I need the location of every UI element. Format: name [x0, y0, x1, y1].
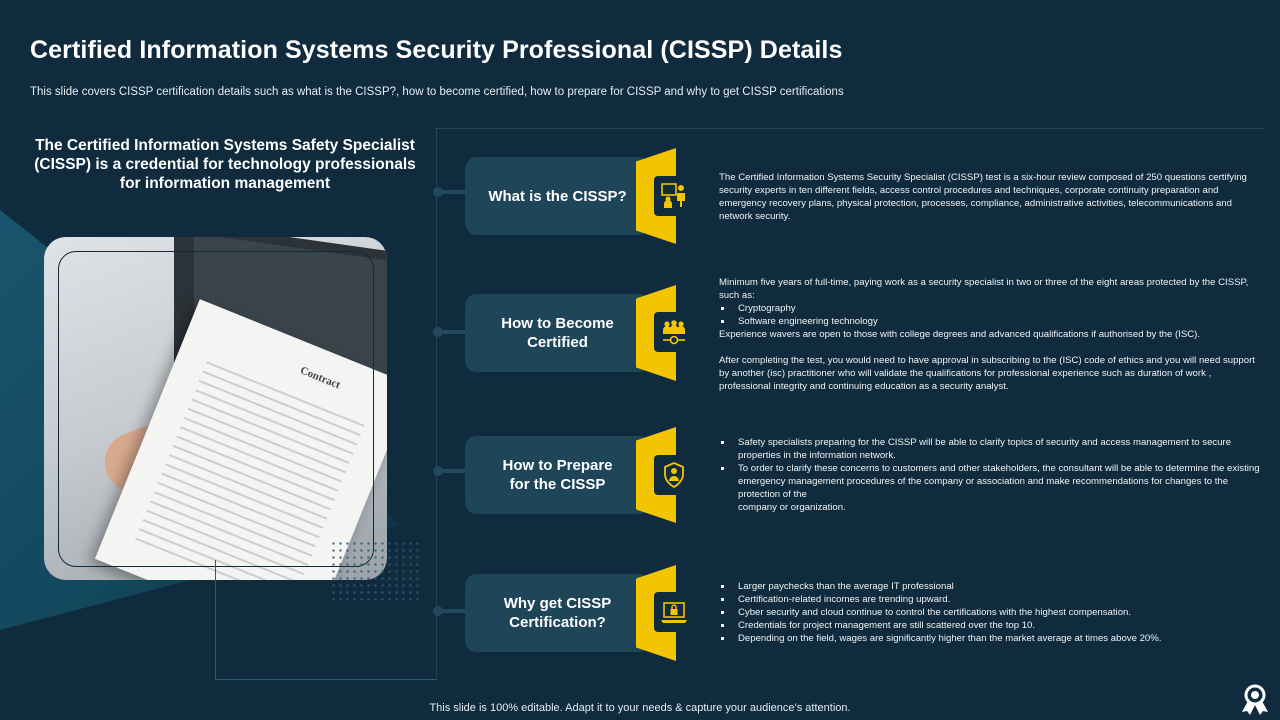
section-label-text: How to Prepare for the CISSP — [502, 457, 613, 493]
footer-note: This slide is 100% editable. Adapt it to… — [429, 702, 851, 714]
list-item: Depending on the field, wages are signif… — [719, 632, 1264, 645]
intro-heading: The Certified Information Systems Safety… — [34, 137, 416, 192]
section-desc-what-is-cissp: The Certified Information Systems Securi… — [719, 171, 1264, 223]
connector-4 — [433, 606, 467, 616]
list-item: Certification-related incomes are trendi… — [719, 593, 1264, 606]
list-item: Safety specialists preparing for the CIS… — [719, 436, 1264, 462]
desc-after: Experience wavers are open to those with… — [719, 329, 1201, 340]
team-badge-icon — [654, 312, 694, 352]
desc-intro: Minimum five years of full-time, paying … — [719, 277, 1249, 301]
section-label-prepare: How to Prepare for the CISSP — [465, 436, 650, 514]
laptop-lock-icon — [654, 592, 694, 632]
connector-1 — [433, 187, 467, 197]
section-label-become-certified: How to Become Certified — [465, 294, 650, 372]
desc-tail: company or organization. — [738, 502, 846, 513]
vertical-divider — [436, 128, 437, 680]
corner-outline — [215, 560, 437, 680]
page-subtitle: This slide covers CISSP certification de… — [30, 86, 844, 98]
award-ribbon-icon — [1238, 682, 1272, 716]
connector-3 — [433, 466, 467, 476]
list-item: Cryptography — [719, 302, 1264, 315]
section-label-why-get: Why get CISSP Certification? — [465, 574, 650, 652]
shield-person-icon — [654, 455, 694, 495]
list-item: Cyber security and cloud continue to con… — [719, 606, 1264, 619]
dot-pattern — [330, 540, 420, 600]
desc-paragraph: The Certified Information Systems Securi… — [719, 172, 1247, 222]
section-label-text: How to Become Certified — [501, 315, 614, 351]
list-item: Larger paychecks than the average IT pro… — [719, 580, 1264, 593]
connector-2 — [433, 327, 467, 337]
section-label-what-is-cissp: What is the CISSP? — [465, 157, 650, 235]
list-item: Credentials for project management are s… — [719, 619, 1264, 632]
desc-extra: After completing the test, you would nee… — [719, 355, 1255, 392]
section-desc-why-get: Larger paychecks than the average IT pro… — [719, 580, 1264, 645]
list-item: Software engineering technology — [719, 315, 1264, 328]
section-label-text: Why get CISSP Certification? — [503, 595, 612, 631]
page-title: Certified Information Systems Security P… — [30, 36, 843, 64]
section-desc-become-certified: Minimum five years of full-time, paying … — [719, 276, 1264, 393]
list-item: To order to clarify these concerns to cu… — [719, 462, 1264, 501]
section-desc-prepare: Safety specialists preparing for the CIS… — [719, 436, 1264, 514]
photo-frame — [58, 251, 374, 567]
top-divider — [436, 128, 1264, 129]
contract-photo: Contract — [44, 237, 387, 580]
presenter-icon — [654, 176, 694, 216]
